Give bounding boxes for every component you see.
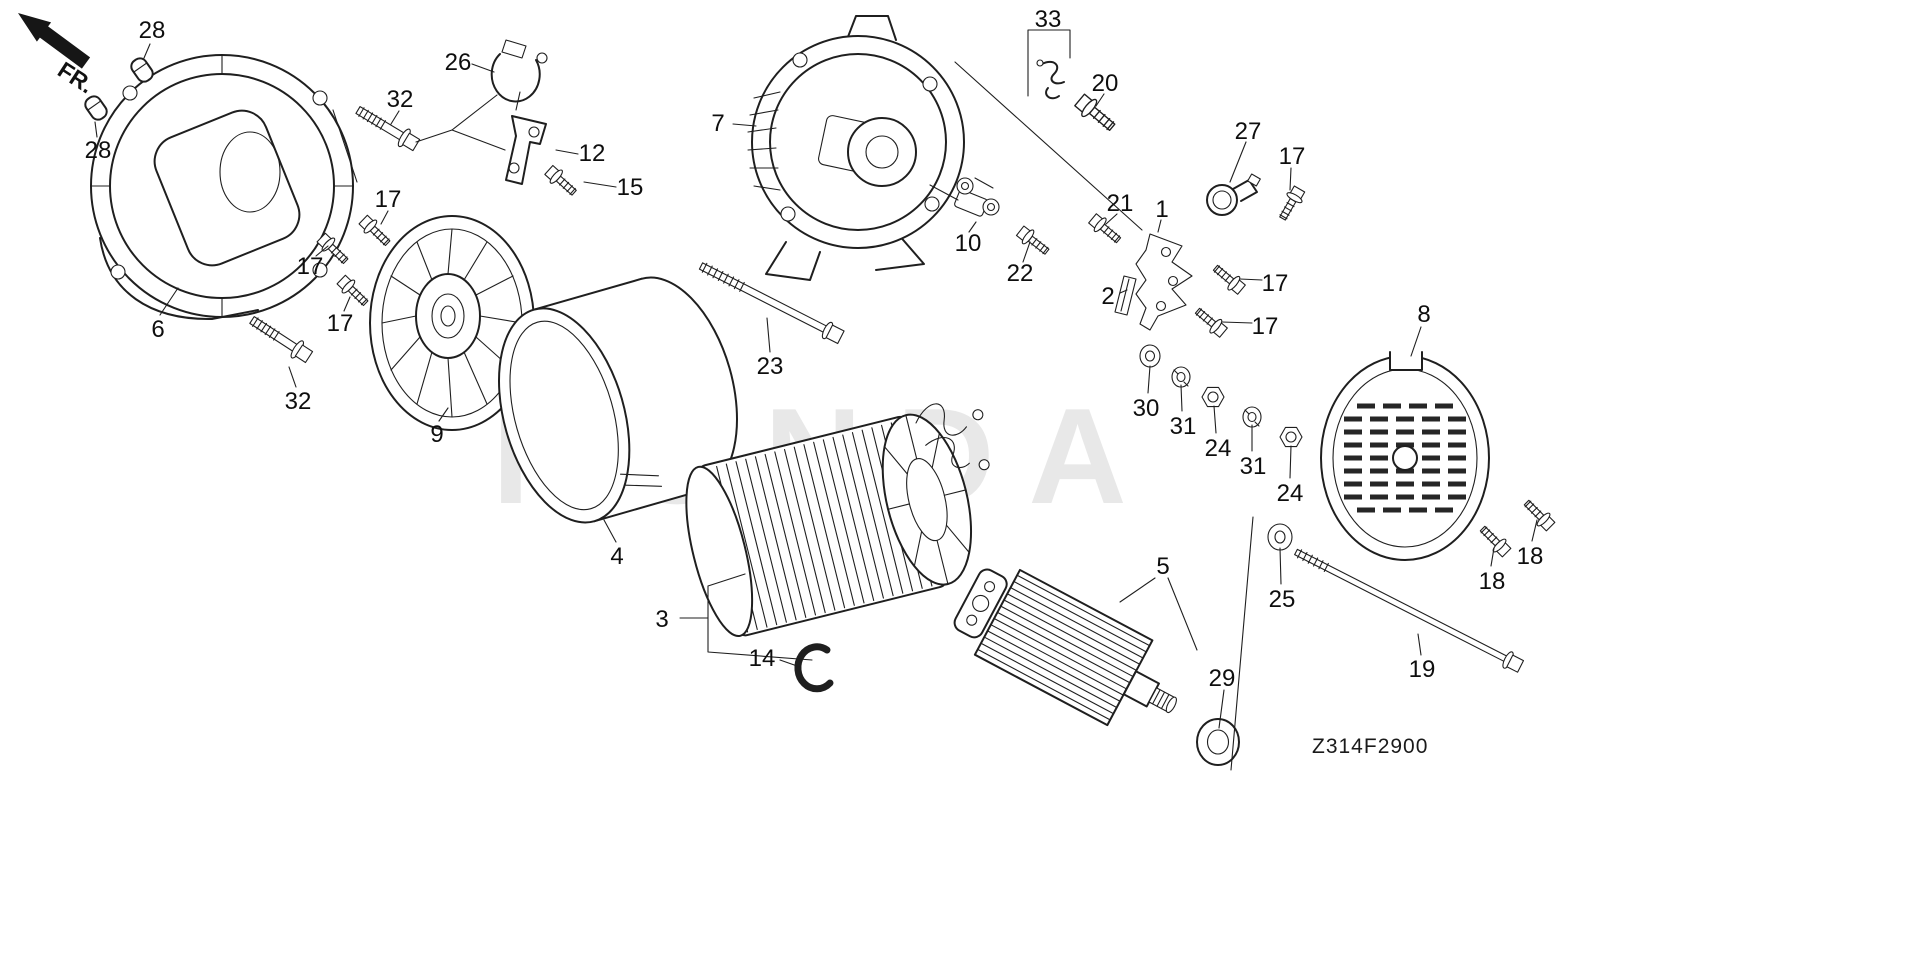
callout-17-2: 17 — [297, 253, 324, 280]
part-28-pin-2 — [84, 95, 108, 121]
part-17-bolt-3 — [336, 274, 369, 307]
callout-5: 5 — [1156, 553, 1169, 580]
fr-direction-arrow: FR. — [18, 13, 99, 98]
callout-21: 21 — [1107, 190, 1134, 217]
callout-10: 10 — [955, 230, 982, 257]
part-12-bracket — [505, 115, 547, 185]
callout-31-2: 31 — [1240, 453, 1267, 480]
bracket-3-leader — [679, 573, 813, 661]
part-18-bolt-1 — [1523, 499, 1556, 532]
callout-6: 6 — [151, 316, 164, 343]
callout-1: 1 — [1155, 196, 1168, 223]
callout-28-2: 28 — [85, 137, 112, 164]
callout-2: 2 — [1101, 283, 1114, 310]
callout-7: 7 — [711, 110, 724, 137]
callout-33: 33 — [1035, 6, 1062, 33]
callout-3: 3 — [655, 606, 668, 633]
callout-20: 20 — [1092, 70, 1119, 97]
callout-24-1: 24 — [1205, 435, 1232, 462]
part-7-front-housing — [747, 15, 965, 281]
callout-17-3: 17 — [327, 310, 354, 337]
callout-9: 9 — [430, 421, 443, 448]
part-26-clamp — [490, 39, 548, 111]
callout-14: 14 — [749, 645, 776, 672]
callout-17-1: 17 — [375, 186, 402, 213]
part-25-washer — [1267, 523, 1293, 551]
part-8-end-cover — [1320, 350, 1490, 561]
callout-18-1: 18 — [1517, 543, 1544, 570]
callout-17-5: 17 — [1262, 270, 1289, 297]
part-5-rotor — [953, 568, 1177, 727]
callout-28-1: 28 — [139, 17, 166, 44]
part-4-sleeve — [498, 276, 738, 524]
callout-12: 12 — [579, 140, 606, 167]
part-31-washer-1 — [1171, 366, 1191, 388]
part-18-bolt-2 — [1479, 525, 1512, 558]
part-10-brush-holder — [954, 177, 1000, 217]
part-24-nut-2 — [1279, 426, 1303, 448]
callout-26: 26 — [445, 49, 472, 76]
callout-31-1: 31 — [1170, 413, 1197, 440]
part-3-stator — [685, 403, 990, 638]
callout-32-1: 32 — [387, 86, 414, 113]
part-29-bearing — [1196, 718, 1240, 766]
part-22-bolt — [1015, 225, 1050, 255]
part-33-clip — [1027, 29, 1071, 100]
part-21-bolt — [1088, 213, 1122, 244]
callout-29: 29 — [1209, 665, 1236, 692]
callout-32-2: 32 — [285, 388, 312, 415]
callout-24-2: 24 — [1277, 480, 1304, 507]
part-24-nut-1 — [1201, 386, 1225, 408]
callout-18-2: 18 — [1479, 568, 1506, 595]
bracket-5-leader — [1119, 577, 1198, 651]
callout-17-6: 17 — [1252, 313, 1279, 340]
part-14-clamp — [794, 643, 834, 693]
callout-30: 30 — [1133, 395, 1160, 422]
part-20-bolt — [1074, 93, 1116, 132]
part-17-bolt-2 — [316, 232, 349, 265]
part-17-bolt-6 — [1194, 307, 1228, 338]
callout-23: 23 — [757, 353, 784, 380]
part-32-bolt-1 — [355, 106, 421, 152]
part-31-washer-2 — [1242, 406, 1262, 428]
part-1-bracket — [1135, 233, 1193, 331]
part-23-bolt — [698, 262, 845, 345]
part-2-strip — [1114, 275, 1137, 316]
callout-27: 27 — [1235, 118, 1262, 145]
part-17-bolt-4 — [1279, 185, 1306, 221]
diagram-code: Z314F2900 — [1312, 735, 1428, 758]
part-27-clamp — [1206, 173, 1261, 216]
fr-label: FR. — [53, 56, 98, 98]
callout-19: 19 — [1409, 656, 1436, 683]
callout-22: 22 — [1007, 260, 1034, 287]
part-28-pin-1 — [130, 57, 154, 83]
callout-4: 4 — [610, 543, 623, 570]
callout-25: 25 — [1269, 586, 1296, 613]
construction-lines — [332, 61, 1254, 771]
callout-15: 15 — [617, 174, 644, 201]
callout-8: 8 — [1417, 301, 1430, 328]
leader-lines — [94, 43, 1538, 729]
part-32-bolt-2 — [249, 316, 314, 364]
callout-17-4: 17 — [1279, 143, 1306, 170]
part-17-bolt-5 — [1212, 264, 1246, 295]
part-30-washer — [1139, 344, 1161, 368]
part-17-bolt-1 — [358, 214, 391, 247]
part-9-cooling-fan — [369, 215, 535, 431]
part-19-bolt — [1294, 548, 1525, 673]
part-6-fan-cover — [90, 54, 354, 321]
part-15-bolt — [544, 164, 577, 196]
